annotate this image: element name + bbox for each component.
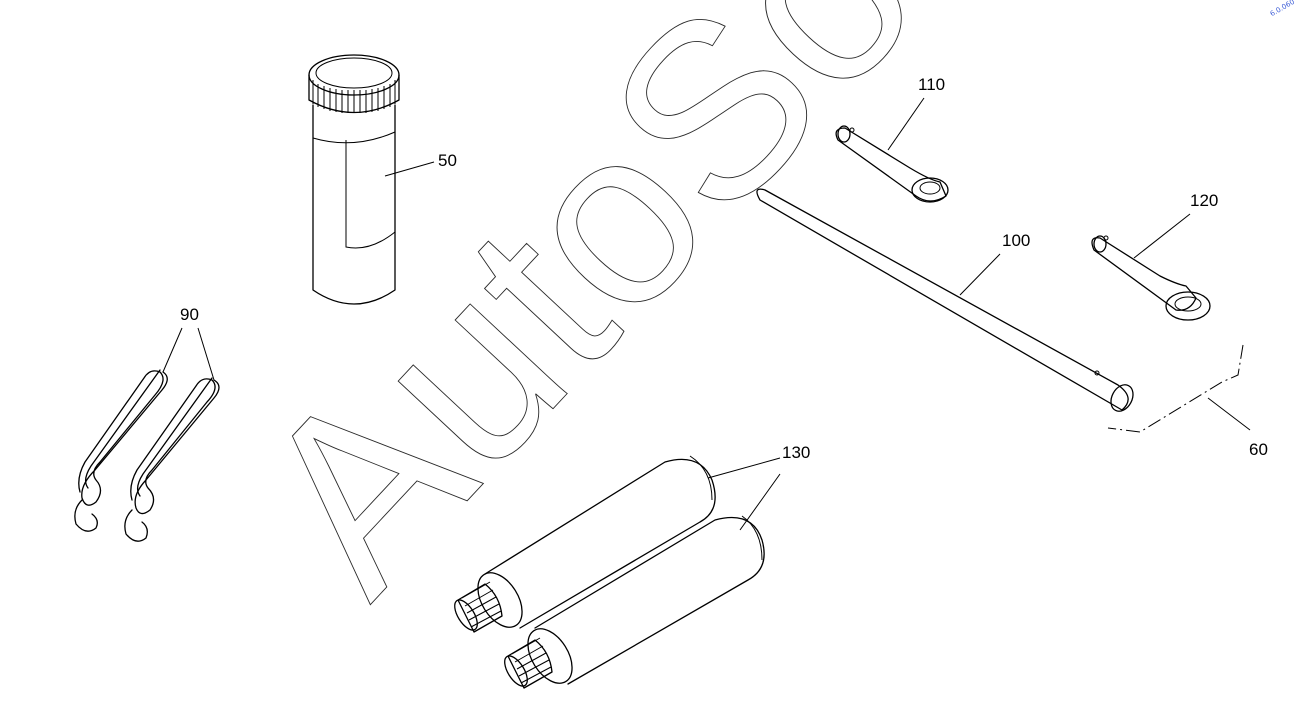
cylindrical-container-icon [308, 54, 400, 305]
ring-spanner-icon [1091, 235, 1211, 321]
spring-clips-part-90[interactable] [74, 327, 220, 542]
callout-100: 100 [1002, 231, 1031, 250]
bracket-part-60[interactable] [1107, 344, 1251, 433]
spring-clip-icon [74, 369, 220, 542]
extensions-part-130[interactable] [450, 455, 781, 691]
callout-110: 110 [918, 75, 946, 94]
threaded-extension-icon [454, 455, 765, 689]
tool-kit-bracket [1107, 344, 1244, 433]
watermark: AutoSoft [205, 0, 1063, 641]
container-part-50[interactable] [308, 54, 435, 305]
spanner-part-120[interactable] [1091, 213, 1211, 321]
callout-60: 60 [1249, 440, 1268, 459]
callout-120: 120 [1190, 191, 1219, 210]
tommy-bar-part-100[interactable] [756, 188, 1137, 415]
callout-90: 90 [180, 305, 199, 324]
spanner-part-110[interactable] [835, 97, 949, 203]
ring-spanner-icon [835, 125, 949, 203]
callout-130: 130 [782, 443, 811, 462]
tommy-bar-icon [756, 188, 1134, 412]
callout-50: 50 [438, 151, 457, 170]
